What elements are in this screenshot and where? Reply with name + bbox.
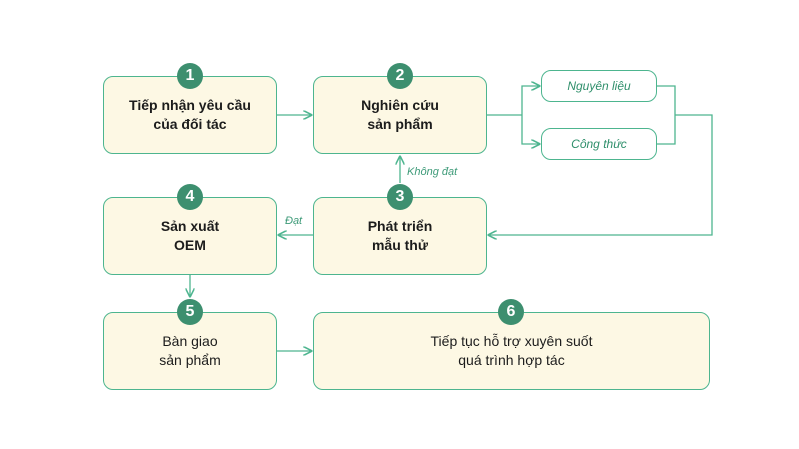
step-4-box: Sản xuất OEM — [103, 197, 277, 275]
arrow-to-nguyen-lieu — [521, 86, 539, 115]
arrow-merge-to-3 — [489, 114, 713, 235]
step-2-box: Nghiên cứu sản phẩm — [313, 76, 487, 154]
step-2-label: Nghiên cứu sản phẩm — [361, 97, 439, 132]
step-6-badge: 6 — [498, 299, 524, 325]
step-6-label: Tiếp tục hỗ trợ xuyên suốt quá trình hợp… — [430, 333, 593, 368]
step-1-box: Tiếp nhận yêu cầu của đối tác — [103, 76, 277, 154]
step-4-label: Sản xuất OEM — [160, 218, 220, 253]
edge-label-fail: Không đạt — [407, 166, 458, 178]
step-4-badge: 4 — [177, 184, 203, 210]
arrow-to-cong-thuc — [521, 115, 539, 144]
edge-label-pass: Đạt — [285, 215, 303, 227]
step-1-label: Tiếp nhận yêu cầu của đối tác — [129, 97, 251, 132]
step-5-label: Bàn giao sản phẩm — [159, 333, 221, 368]
step-6-box: Tiếp tục hỗ trợ xuyên suốt quá trình hợp… — [313, 312, 710, 390]
step-3-label: Phát triển mẫu thử — [367, 218, 433, 253]
merge-line — [657, 85, 676, 145]
sub-item-nguyen-lieu: Nguyên liệu — [541, 70, 657, 102]
step-2-badge: 2 — [387, 63, 413, 89]
step-1-badge: 1 — [177, 63, 203, 89]
step-3-box: Phát triển mẫu thử — [313, 197, 487, 275]
step-5-box: Bàn giao sản phẩm — [103, 312, 277, 390]
step-3-badge: 3 — [387, 184, 413, 210]
sub-item-cong-thuc: Công thức — [541, 128, 657, 160]
step-5-badge: 5 — [177, 299, 203, 325]
